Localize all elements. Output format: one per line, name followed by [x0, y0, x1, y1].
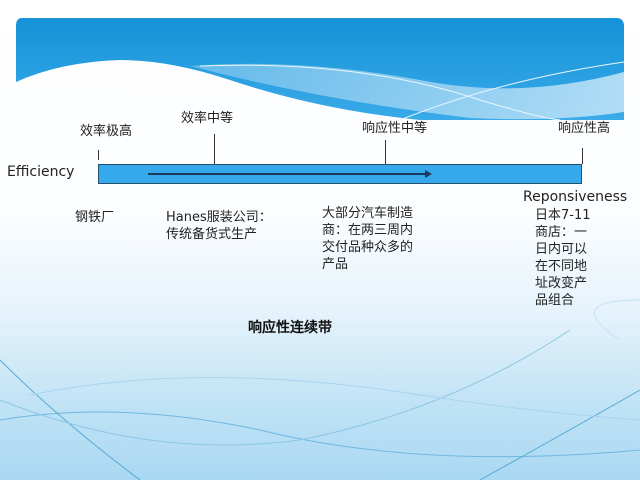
example-hanes: Hanes服装公司： 传统备货式生产: [166, 209, 272, 243]
example-7-11-line2: 商店：一: [535, 225, 588, 240]
example-steel-mill: 钢铁厂: [75, 210, 115, 225]
example-hanes-line1: Hanes服装公司：: [166, 210, 272, 225]
tick-end: [582, 148, 583, 164]
axis-label-responsiveness: Reponsiveness: [523, 189, 628, 205]
example-auto-line1: 大部分汽车制造: [322, 206, 414, 221]
example-auto-line2: 商：在两三周内: [322, 223, 414, 238]
example-7-11-line4: 在不同地: [535, 259, 588, 274]
tick-start: [98, 150, 99, 160]
label-efficiency-medium: 效率中等: [181, 111, 234, 126]
arrow-right-icon: [425, 170, 432, 178]
direction-arrow-line: [148, 173, 426, 175]
label-responsiveness-high: 响应性高: [558, 121, 611, 136]
diagram-title: 响应性连续带: [248, 320, 332, 336]
example-hanes-line2: 传统备货式生产: [166, 227, 258, 242]
axis-label-efficiency: Efficiency: [7, 164, 75, 180]
tick-responsiveness-medium: [385, 140, 386, 164]
example-auto-makers: 大部分汽车制造 商：在两三周内 交付品种众多的 产品: [322, 205, 413, 273]
label-efficiency-high: 效率极高: [80, 124, 133, 139]
example-auto-line4: 产品: [322, 257, 349, 272]
example-7-11-line6: 品组合: [535, 293, 575, 308]
example-7-eleven: 日本7-11 商店：一 日内可以 在不同地 址改变产 品组合: [535, 207, 591, 309]
example-7-11-line5: 址改变产: [535, 276, 588, 291]
label-responsiveness-medium: 响应性中等: [362, 121, 428, 136]
example-auto-line3: 交付品种众多的: [322, 240, 414, 255]
example-7-11-line3: 日内可以: [535, 242, 588, 257]
example-7-11-line1: 日本7-11: [535, 208, 591, 223]
tick-efficiency-medium: [214, 134, 215, 164]
